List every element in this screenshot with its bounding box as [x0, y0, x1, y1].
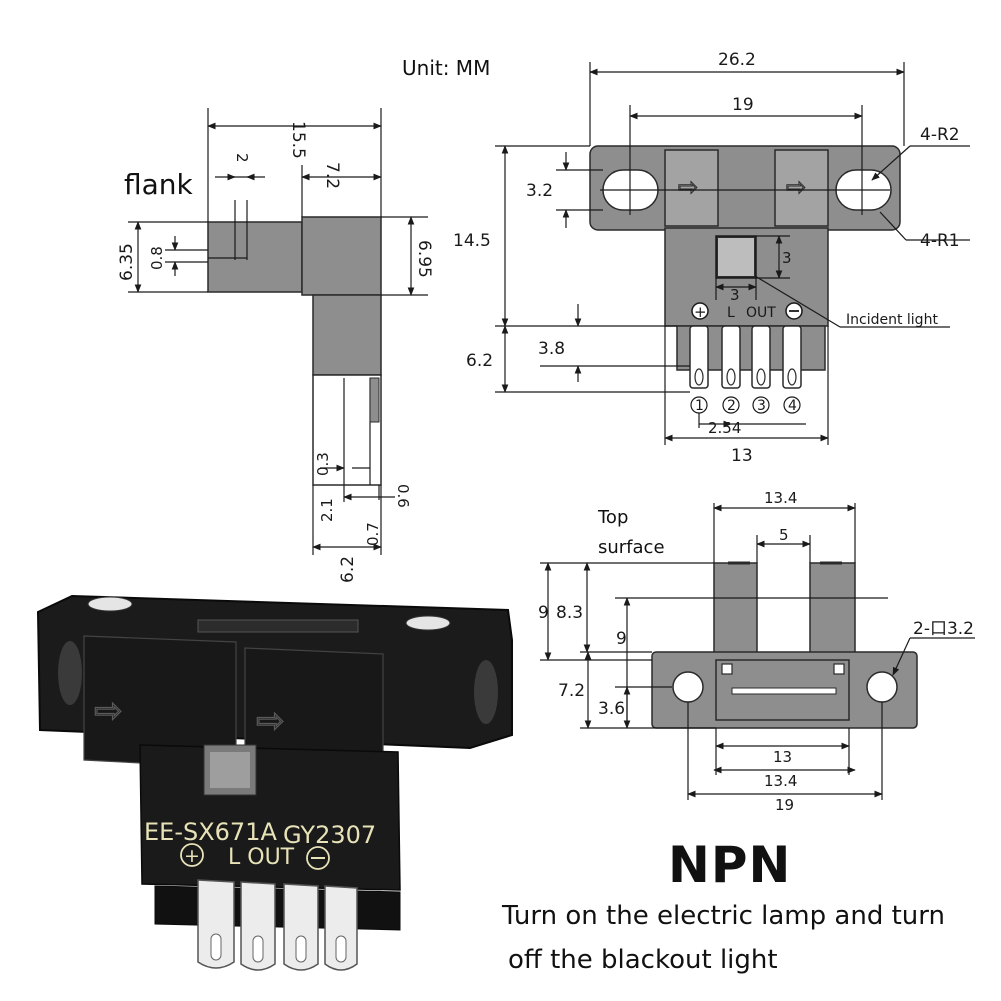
pin-number-1: 1	[695, 398, 704, 414]
dim-bottom-width: 6.2	[338, 556, 358, 583]
description-line-2: off the blackout light	[508, 945, 778, 975]
dim-total-height: 14.5	[453, 231, 491, 251]
dim-slot-width: 5	[779, 526, 789, 544]
pin-number-markers	[690, 396, 801, 414]
product-plus-icon	[180, 843, 204, 867]
top-hole-left	[672, 671, 704, 703]
side-left-block	[207, 221, 303, 293]
dim-small-gap: 2	[233, 153, 251, 163]
incident-light-label: Incident light	[846, 312, 938, 328]
dim-width: 15.5	[288, 121, 308, 159]
arrow-right-icon: ⇨	[786, 173, 806, 201]
top-arm-left	[713, 562, 758, 654]
dim-outer-width: 13.4	[764, 772, 797, 790]
dim-lead-height: 6.2	[466, 351, 493, 371]
front-pins	[689, 325, 802, 389]
front-pin-label-out: OUT	[746, 305, 776, 321]
dim-corner-radius: 4-R1	[920, 231, 960, 251]
top-surface-label-2: surface	[598, 537, 665, 558]
top-hole-right	[866, 671, 898, 703]
product-model: EE-SX671A	[144, 818, 277, 846]
side-upper-block	[301, 216, 382, 296]
side-lower-body	[312, 294, 382, 376]
dim-top-overall-width: 19	[775, 796, 794, 814]
dim-left-height: 6.35	[117, 243, 137, 281]
front-arm-right	[774, 149, 829, 227]
front-pin-label-l: L	[727, 305, 735, 321]
dim-pin-thickness: 0.7	[364, 522, 382, 546]
dim-body-width: 13	[731, 446, 753, 466]
dim-base-height: 7.2	[558, 681, 585, 701]
top-arm-right	[809, 562, 856, 654]
flank-label: flank	[124, 168, 193, 201]
product-pin-marking: L OUT	[228, 845, 295, 870]
arrow-left-icon: ⇨	[678, 173, 698, 201]
unit-label: Unit: MM	[402, 56, 491, 80]
dim-pin-offset: 2.1	[318, 498, 336, 522]
dim-right-height: 6.95	[414, 240, 434, 278]
dim-inner-width: 13	[773, 748, 792, 766]
product-minus-icon	[306, 846, 330, 870]
pin-number-4: 4	[788, 398, 797, 414]
dim-pin-width: 0.6	[394, 484, 412, 508]
dim-top-total-height: 9	[538, 603, 549, 623]
output-type-title: NPN	[668, 836, 792, 894]
dim-hole-height: 3.2	[526, 181, 553, 201]
dim-aperture-width: 3	[730, 286, 740, 304]
svg-text:+: +	[184, 845, 200, 867]
dim-pin-gap: 0.3	[314, 452, 332, 476]
plus-icon	[691, 302, 709, 320]
dim-hole-spacing: 19	[732, 95, 754, 115]
front-arm-left	[664, 149, 719, 227]
svg-text:+: +	[694, 303, 707, 321]
description-line-1: Turn on the electric lamp and turn	[502, 901, 945, 931]
dim-top-width: 13.4	[764, 489, 797, 507]
dim-slot-radius: 4-R2	[920, 125, 960, 145]
side-view-drawing: 15.5 2 7.2 6.35 0.8 6.95 0.3 2.1 0.6 0.7…	[117, 108, 434, 583]
pin-number-3: 3	[757, 398, 766, 414]
product-batch: GY2307	[283, 821, 376, 849]
product-pins	[197, 879, 358, 971]
dim-lead-offset: 3.8	[538, 339, 565, 359]
top-surface-label-1: Top	[598, 507, 629, 528]
dim-upper-width: 7.2	[322, 162, 342, 189]
product-arrow-right-icon: ⇨	[256, 701, 285, 741]
product-arrow-left-icon: ⇨	[94, 691, 123, 731]
dim-aperture-height: 3	[782, 249, 792, 267]
dim-slot-depth: 8.3	[556, 603, 583, 623]
dim-inner-height: 9	[616, 629, 627, 649]
dim-overall-width: 26.2	[718, 50, 756, 70]
front-view-drawing: ⇨ ⇨ + L OUT 1 2 3 4	[453, 50, 970, 466]
top-view-drawing: 13.4 5 9 8.3 9 2-口3.2 7.2 3.6 13 13.4 19	[538, 489, 975, 814]
pin-number-2: 2	[727, 398, 736, 414]
dim-square-hole: 2-口3.2	[913, 619, 974, 639]
dim-pin-pitch: 2.54	[708, 419, 741, 437]
dim-hole-center: 3.6	[598, 699, 625, 719]
dim-slot-height: 0.8	[148, 246, 166, 270]
product-rendering: ⇨ ⇨ EE-SX671A GY2307 + L OUT	[36, 594, 513, 971]
